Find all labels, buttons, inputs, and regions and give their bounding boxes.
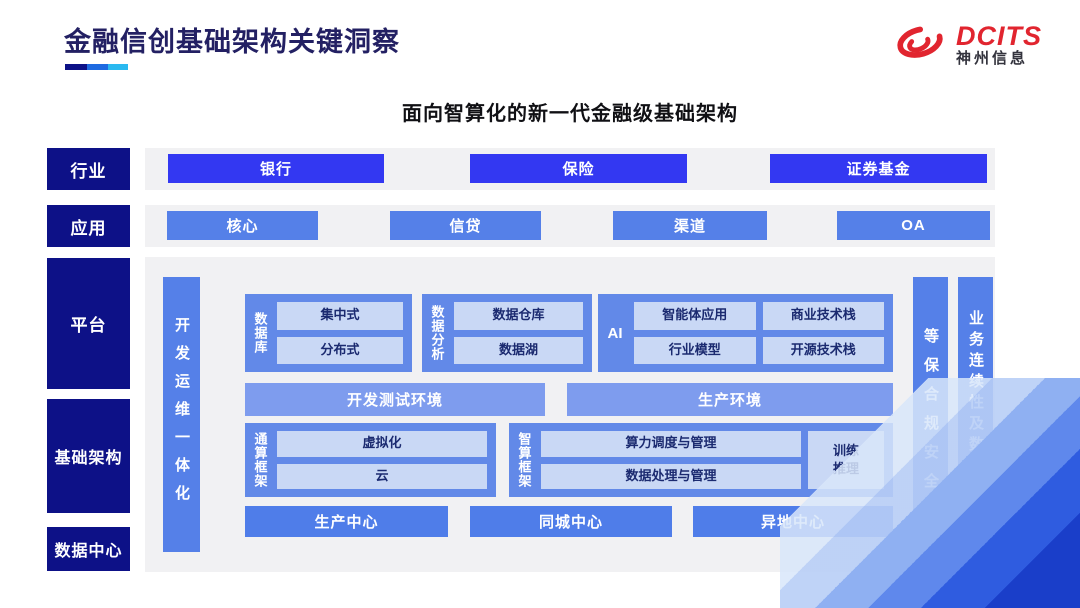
item-data-warehouse: 数据仓库 xyxy=(454,302,583,330)
item-securities-fund: 证券基金 xyxy=(770,154,987,183)
item-bank: 银行 xyxy=(168,154,384,183)
item-core: 核心 xyxy=(167,211,318,240)
dcits-logo: DCITS 神州信息 xyxy=(892,16,1042,73)
item-data-processing: 数据处理与管理 xyxy=(541,463,801,489)
ai-group: AI 智能体应用 商业技术栈 行业模型 开源技术栈 xyxy=(598,294,893,372)
underline-segment-medium xyxy=(87,64,108,70)
item-channel: 渠道 xyxy=(613,211,767,240)
data-analysis-group-label: 数据分析 xyxy=(429,305,445,361)
underline-segment-dark xyxy=(65,64,87,70)
intelligent-compute-group-label: 智算框架 xyxy=(516,432,532,488)
row-label-datacenter: 数据中心 xyxy=(47,527,130,571)
row-label-infrastructure: 基础架构 xyxy=(47,399,130,513)
item-compute-scheduling: 算力调度与管理 xyxy=(541,431,801,457)
page-title: 金融信创基础架构关键洞察 xyxy=(64,27,400,57)
general-compute-group: 通算框架 虚拟化 云 xyxy=(245,423,496,497)
item-credit: 信贷 xyxy=(390,211,541,240)
business-continuity-label: 业务连续性及数据保护 xyxy=(967,309,984,520)
item-cloud: 云 xyxy=(277,463,487,489)
security-compliance-bar: 等保合规安全 xyxy=(913,277,948,552)
item-data-lake: 数据湖 xyxy=(454,336,583,364)
devops-bar-label: 开发运维一体化 xyxy=(173,316,190,513)
ai-group-label: AI xyxy=(607,324,623,342)
item-virtualization: 虚拟化 xyxy=(277,431,487,457)
center-remote: 异地中心 xyxy=(693,506,893,537)
item-agent-application: 智能体应用 xyxy=(634,302,756,330)
env-dev-test: 开发测试环境 xyxy=(245,383,545,416)
item-opensource-stack: 开源技术栈 xyxy=(762,336,884,364)
logo-company: 神州信息 xyxy=(956,49,1029,67)
devops-bar: 开发运维一体化 xyxy=(163,277,200,552)
center-production: 生产中心 xyxy=(245,506,448,537)
security-compliance-label: 等保合规安全 xyxy=(922,327,939,502)
data-analysis-group: 数据分析 数据仓库 数据湖 xyxy=(422,294,592,372)
item-training-inference: 训练 推理 xyxy=(808,431,884,489)
center-same-city: 同城中心 xyxy=(470,506,672,537)
business-continuity-bar: 业务连续性及数据保护 xyxy=(958,277,993,552)
env-production: 生产环境 xyxy=(567,383,893,416)
title-underline xyxy=(65,64,128,70)
database-group: 数据库 集中式 分布式 xyxy=(245,294,412,372)
item-commercial-stack: 商业技术栈 xyxy=(762,302,884,330)
logo-brand: DCITS xyxy=(956,21,1042,52)
item-distributed: 分布式 xyxy=(277,336,403,364)
item-oa: OA xyxy=(837,211,990,240)
underline-segment-light xyxy=(108,64,128,70)
diagram-subtitle: 面向智算化的新一代金融级基础架构 xyxy=(402,103,738,125)
item-insurance: 保险 xyxy=(470,154,687,183)
logo-swirl-icon xyxy=(892,16,948,73)
item-industry-model: 行业模型 xyxy=(634,336,756,364)
intelligent-compute-group: 智算框架 算力调度与管理 数据处理与管理 训练 推理 xyxy=(509,423,893,497)
row-label-platform: 平台 xyxy=(47,258,130,389)
general-compute-group-label: 通算框架 xyxy=(252,432,268,488)
row-label-application: 应用 xyxy=(47,205,130,247)
database-group-label: 数据库 xyxy=(252,312,268,354)
item-centralized: 集中式 xyxy=(277,302,403,330)
row-label-industry: 行业 xyxy=(47,148,130,190)
